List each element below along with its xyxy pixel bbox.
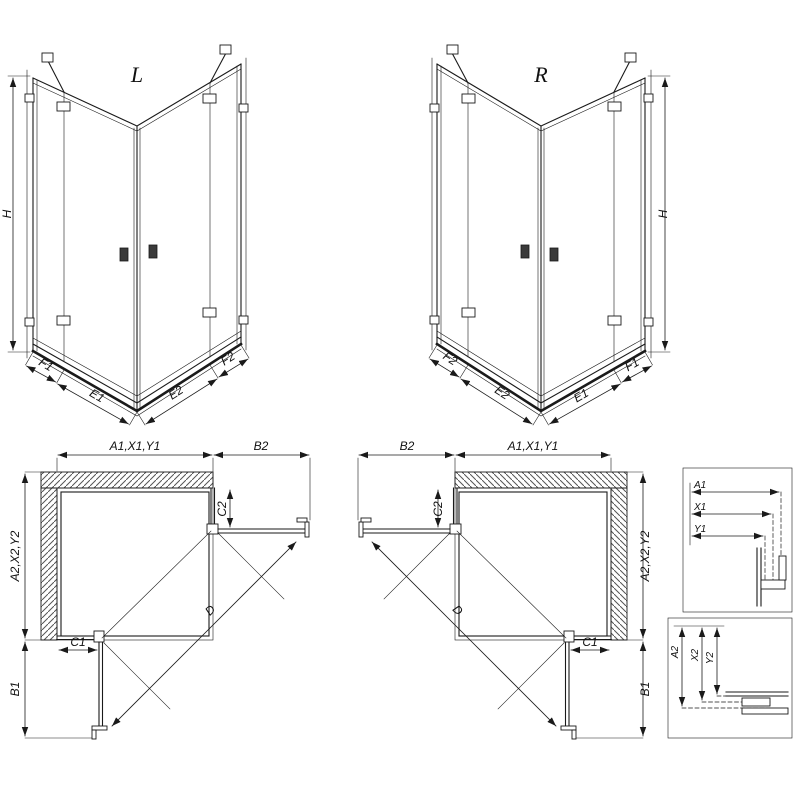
dim-label-a1x1y1-planleft: A1,X1,Y1 [109,439,161,453]
dim-label-y2-detail: Y2 [705,651,716,664]
glass-profile [756,547,762,607]
plan-view-left [25,455,310,739]
dim-label-b2-planleft: B2 [254,439,269,453]
dim-label-e2-right: E2 [492,383,512,403]
dim-label-h-left: H [0,209,14,218]
dim-label-h-right: H [656,209,670,218]
wall-profile [741,707,789,715]
dim-label-f2-left: F2 [218,349,238,369]
dim-label-y1-detail: Y1 [694,524,706,535]
dim-label-a1-detail: A1 [693,480,706,491]
view-label-right: R [533,62,548,87]
detail-vertical-dims [667,617,793,739]
dim-label-e1-right: E1 [571,386,591,405]
dim-label-f1-right: F1 [622,355,641,374]
dim-label-d-planright: D [450,602,466,618]
dim-label-c1-planright: C1 [582,635,597,649]
detail-frame [682,467,793,613]
dim-label-a2-detail: A2 [670,645,681,659]
dim-label-f2-right: F2 [440,349,460,369]
dim-label-d-planleft: D [202,602,218,618]
dim-label-b2-planright: B2 [400,439,415,453]
dim-label-b1-planleft: B1 [8,682,22,697]
detail-frame [667,617,793,739]
dim-label-c1-planleft: C1 [70,635,85,649]
dim-label-a2x2y2-planright: A2,X2,Y2 [638,530,652,582]
wall-profile [778,555,787,581]
view-label-left: L [130,62,143,87]
dim-label-e2-left: E2 [166,383,186,403]
dim-label-x1-detail: X1 [693,502,706,513]
dim-label-a1x1y1-planright: A1,X1,Y1 [507,439,559,453]
dim-label-a2x2y2-planleft: A2,X2,Y2 [8,530,22,582]
detail-horizontal-dims [682,467,793,613]
wall-profile [760,579,786,590]
dim-label-x2-detail: X2 [690,648,701,662]
wall-profile [741,697,771,707]
plan-view-right [358,455,643,739]
dim-label-c2-planright: C2 [431,501,445,517]
dim-label-b1-planright: B1 [638,682,652,697]
dim-label-f1-left: F1 [36,355,55,374]
dim-label-c2-planleft: C2 [215,501,229,517]
dim-label-e1-left: E1 [87,386,107,405]
glass-profile [725,691,789,697]
